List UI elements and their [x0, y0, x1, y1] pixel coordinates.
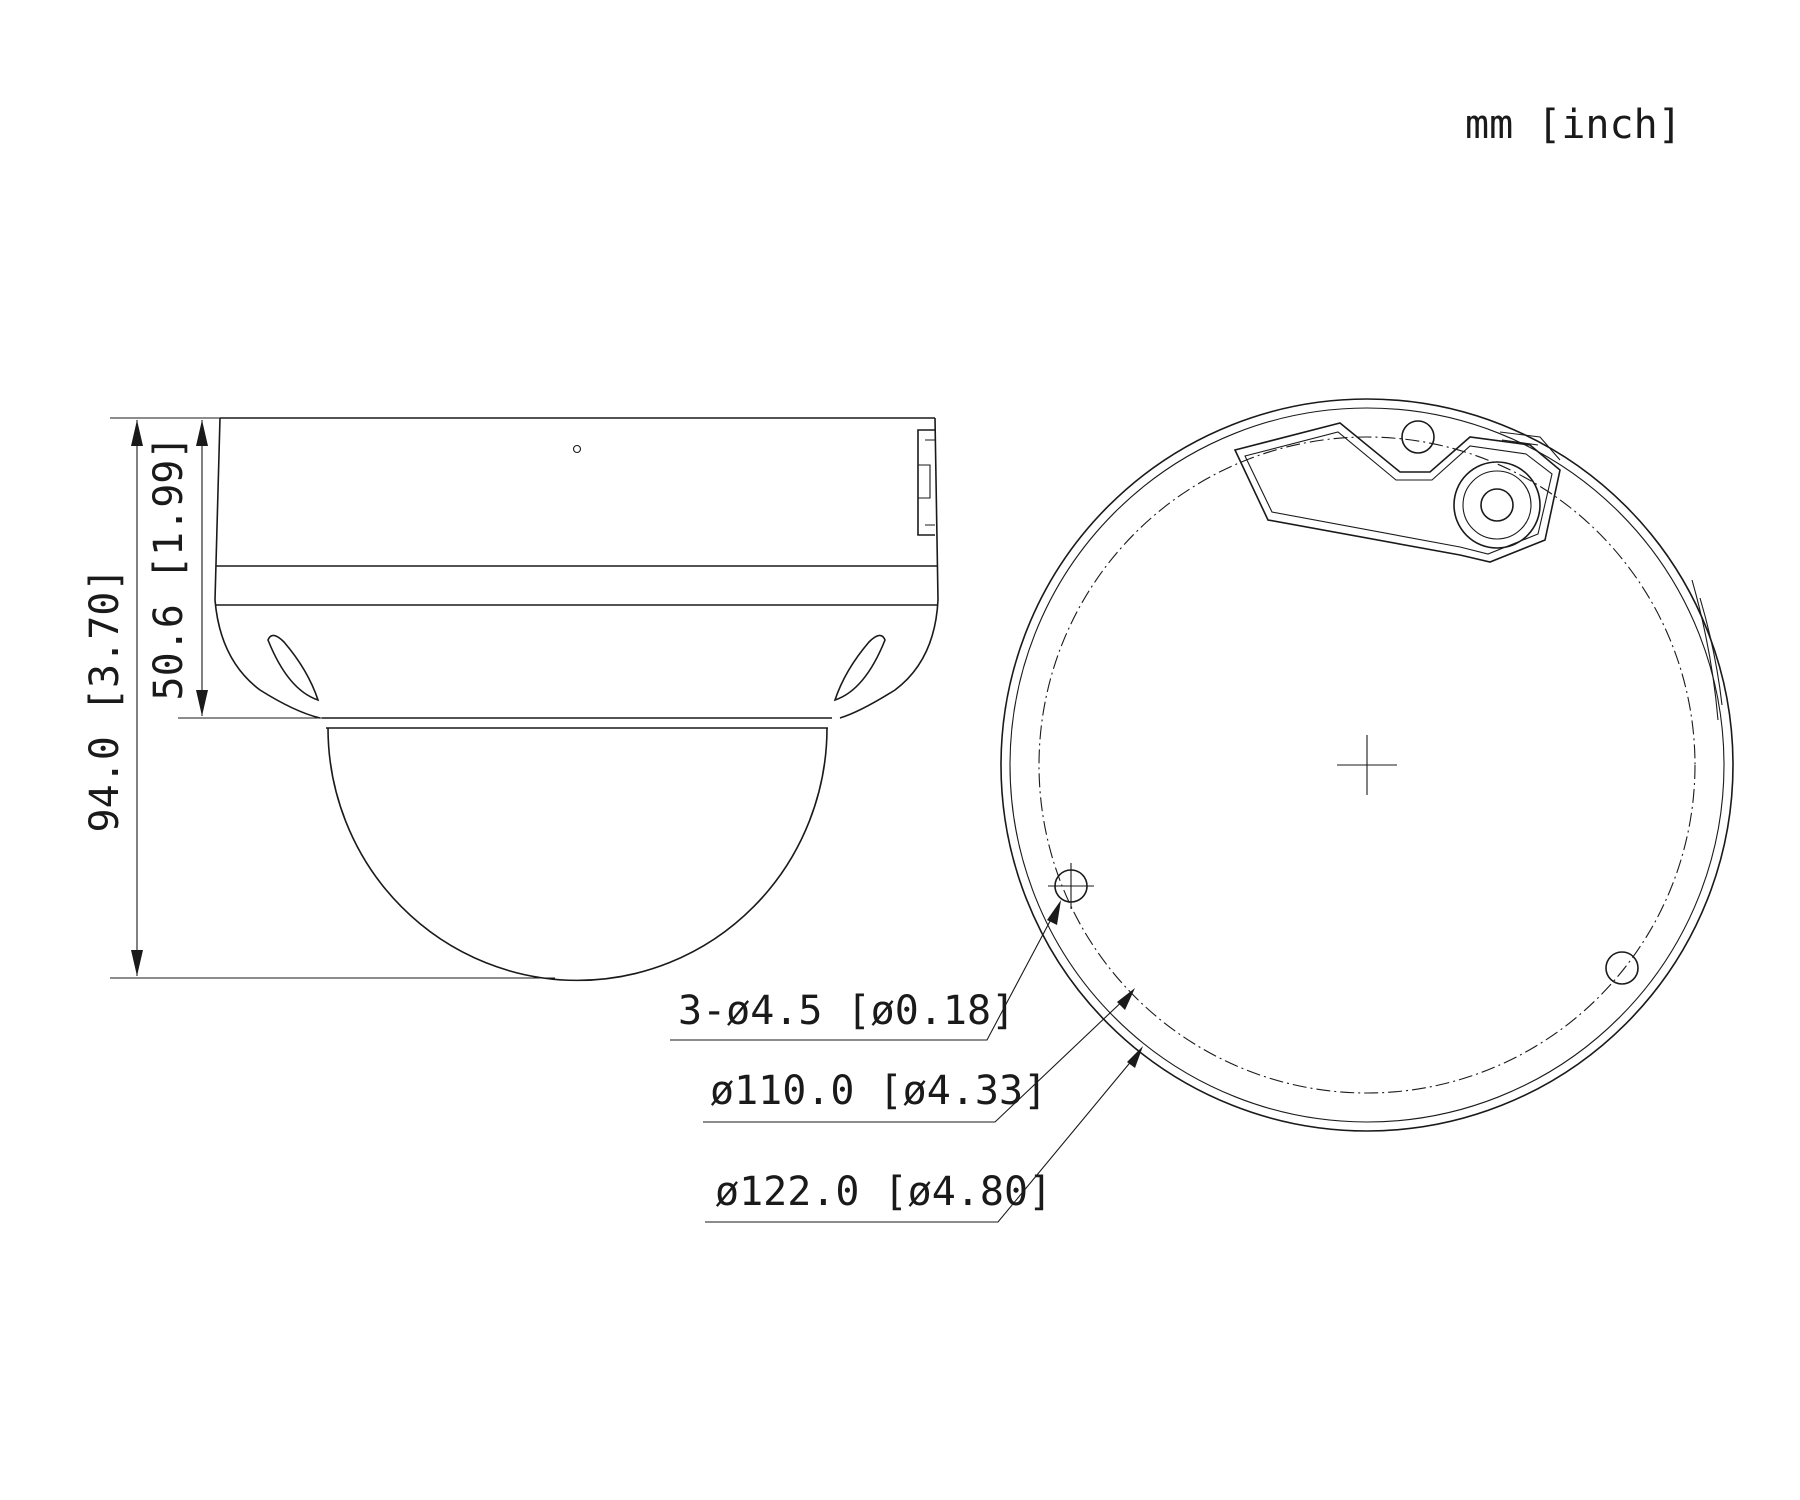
hole-circle-callout: ø110.0 [ø4.33]: [703, 988, 1135, 1123]
hole-circle-label: ø110.0 [ø4.33]: [710, 1068, 1047, 1114]
mounting-hole: [1401, 420, 1435, 454]
mounting-hole: [1605, 951, 1639, 985]
units-label: mm [inch]: [1465, 102, 1682, 148]
dome-outline: [322, 717, 832, 982]
camera-housing-outline: [214, 417, 939, 719]
top-view: 3-ø4.5 [ø0.18] ø110.0 [ø4.33] ø122.0 [ø4…: [670, 398, 1734, 1223]
outer-circle: [1000, 398, 1734, 1132]
side-view: 94.0 [3.70] 50.6 [1.99]: [82, 417, 939, 982]
hole-pitch-circle: [1038, 436, 1696, 1094]
base-height-label: 50.6 [1.99]: [146, 436, 192, 701]
center-mark: [1337, 735, 1397, 795]
overall-height-label: 94.0 [3.70]: [82, 568, 128, 833]
hole-callout: 3-ø4.5 [ø0.18]: [670, 900, 1061, 1041]
outer-diameter-callout: ø122.0 [ø4.80]: [705, 1046, 1143, 1223]
lens-bracket-outline: [1233, 422, 1561, 563]
mounting-hole: [1048, 863, 1094, 909]
hole-label: 3-ø4.5 [ø0.18]: [678, 988, 1015, 1034]
base-height-dimension: 50.6 [1.99]: [146, 420, 208, 716]
overall-height-dimension: 94.0 [3.70]: [82, 420, 143, 976]
outer-diameter-label: ø122.0 [ø4.80]: [715, 1169, 1052, 1215]
